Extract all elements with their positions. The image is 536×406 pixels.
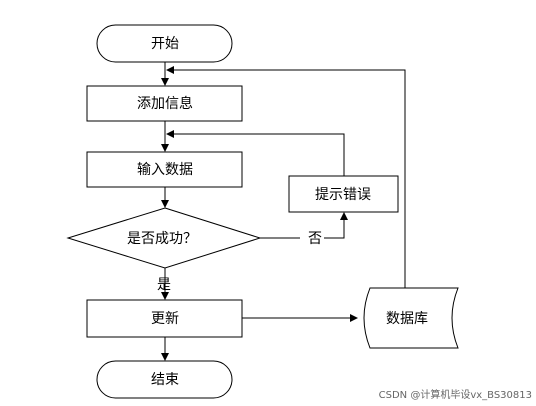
arrowhead <box>350 314 358 322</box>
edge-decision-to-error <box>260 216 345 239</box>
arrowhead <box>161 200 169 208</box>
edge-label-no: 否 <box>308 231 322 247</box>
watermark-text: CSDN @计算机毕设vx_BS30813 <box>379 388 532 401</box>
node-start-label: 开始 <box>151 36 179 52</box>
arrowhead <box>161 144 169 152</box>
node-input-data-label: 输入数据 <box>137 162 193 178</box>
arrowhead <box>166 130 174 138</box>
node-decision: 是否成功？ <box>66 207 262 269</box>
node-database-label: 数据库 <box>386 311 428 327</box>
node-add-info-label: 添加信息 <box>137 95 193 112</box>
node-end: 结束 <box>96 360 233 399</box>
node-error: 提示错误 <box>288 175 399 213</box>
edge-label-no-bg <box>300 229 324 247</box>
node-input-data: 输入数据 <box>86 151 243 188</box>
node-start: 开始 <box>96 24 233 63</box>
arrowhead <box>161 353 169 361</box>
node-update: 更新 <box>86 299 243 338</box>
arrowhead <box>161 292 169 300</box>
edges <box>161 62 406 361</box>
edge-error-to-input-data <box>170 133 345 176</box>
arrowhead <box>340 212 348 220</box>
node-update-label: 更新 <box>151 311 179 327</box>
arrowhead <box>166 66 174 74</box>
node-decision-label: 是否成功？ <box>127 231 197 247</box>
node-error-label: 提示错误 <box>315 187 371 203</box>
node-add-info: 添加信息 <box>86 85 243 122</box>
edge-database-to-add-info <box>170 69 406 288</box>
arrowhead <box>161 78 169 86</box>
edge-label-yes: 是 <box>157 277 171 293</box>
node-end-label: 结束 <box>151 372 179 388</box>
node-database: 数据库 <box>363 287 459 349</box>
